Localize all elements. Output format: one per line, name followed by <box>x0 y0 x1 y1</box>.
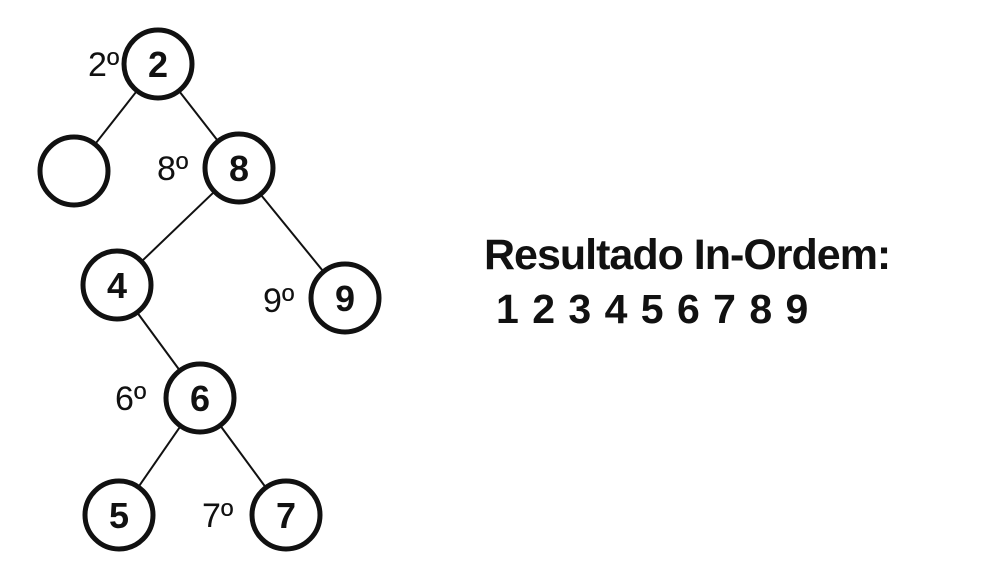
tree-edge-n2-n8 <box>179 91 218 141</box>
tree-node-4: 4 <box>80 248 154 322</box>
node-circle <box>80 248 154 322</box>
tree-edge-n2-nempty <box>95 91 137 144</box>
node-value: 7 <box>276 495 296 536</box>
node-value: 6 <box>190 378 210 419</box>
node-circle <box>82 478 156 552</box>
node-circle <box>202 131 276 205</box>
tree-edge-n6-n7 <box>220 426 266 487</box>
tree-edge-n8-n9 <box>260 195 324 271</box>
tree-node-8: 8 8º <box>157 131 276 205</box>
tree-node-2: 2 2º <box>88 27 195 101</box>
node-value: 4 <box>107 265 127 306</box>
node-circle <box>37 134 111 208</box>
node-circle <box>249 478 323 552</box>
visit-order-label: 9º <box>263 282 294 320</box>
tree-node-5: 5 <box>82 478 156 552</box>
node-value: 8 <box>229 148 249 189</box>
tree-edge-n6-n5 <box>138 427 181 486</box>
visit-order-label: 2º <box>88 46 119 84</box>
tree-node-empty <box>37 134 111 208</box>
node-value: 2 <box>148 44 168 85</box>
node-circle <box>121 27 195 101</box>
result-title: Resultado In-Ordem: <box>484 231 891 279</box>
visit-order-label: 7º <box>202 497 233 535</box>
node-circle <box>163 361 237 435</box>
tree-edge-n4-n6 <box>137 313 180 370</box>
node-value: 9 <box>335 278 355 319</box>
tree-edge-n8-n4 <box>142 192 214 261</box>
result-sequence: 1 2 3 4 5 6 7 8 9 <box>496 286 810 332</box>
tree-node-7: 7 7º <box>202 478 323 552</box>
node-value: 5 <box>109 495 129 536</box>
visit-order-label: 8º <box>157 150 188 188</box>
tree-node-9: 9 9º <box>263 261 382 335</box>
in-order-result: Resultado In-Ordem: 1 2 3 4 5 6 7 8 9 <box>484 228 891 336</box>
node-circle <box>308 261 382 335</box>
tree-node-6: 6 6º <box>115 361 237 435</box>
binary-tree-diagram: 2 2º 8 8º 4 9 9º 6 6º 5 7 7º <box>37 27 382 552</box>
visit-order-label: 6º <box>115 380 146 418</box>
